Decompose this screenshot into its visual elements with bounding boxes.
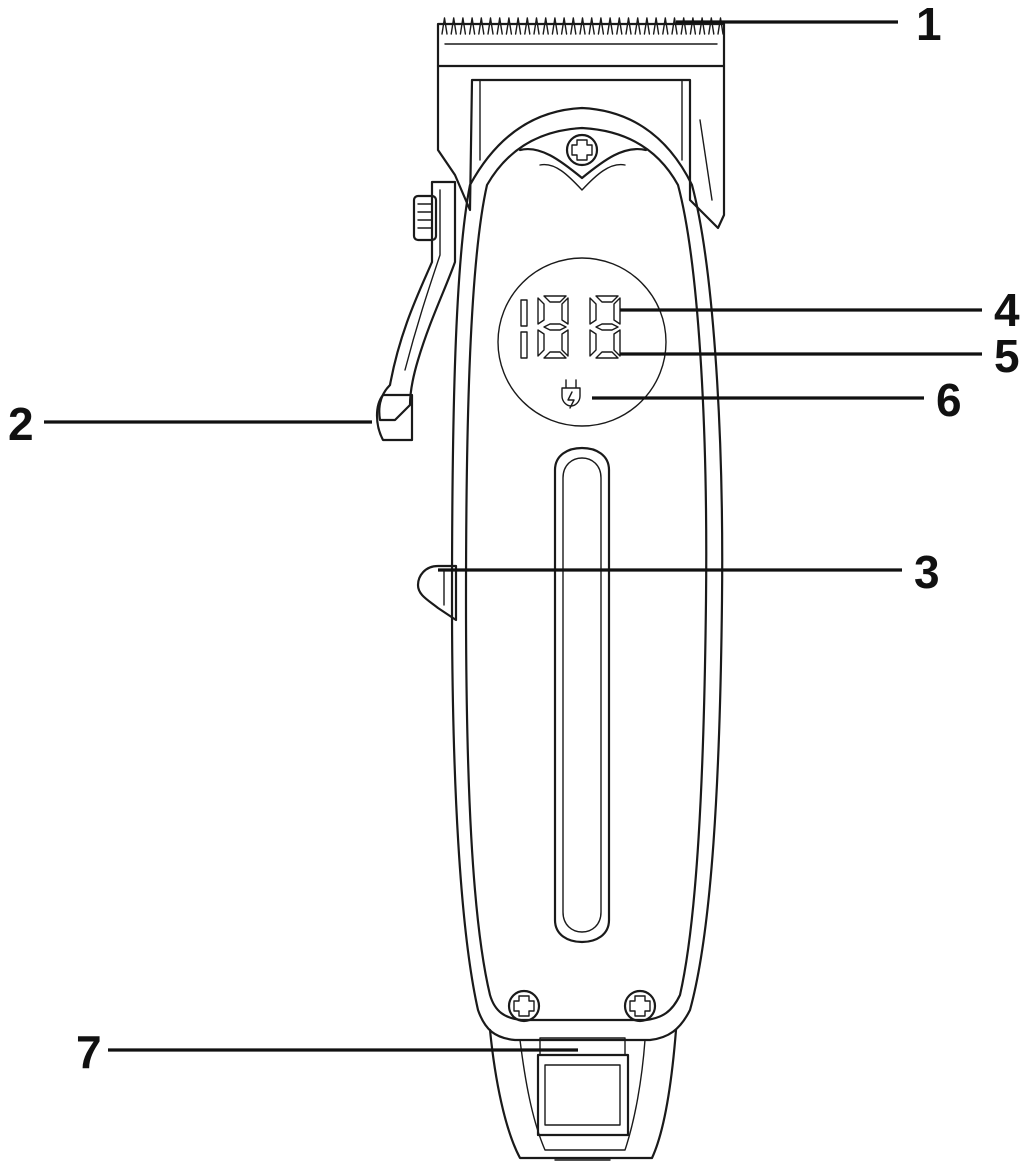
blade-tooth <box>496 17 503 35</box>
lcd-segment <box>589 329 597 357</box>
blade-tooth <box>524 17 531 35</box>
blade-tooth <box>542 17 549 35</box>
lcd-segment <box>613 297 621 325</box>
grip-slot <box>553 446 611 944</box>
base-stand <box>488 1028 678 1161</box>
callout-7: 7 <box>76 1026 102 1078</box>
lcd-segment-one <box>520 299 528 359</box>
leader-lines <box>44 20 982 1052</box>
base-inner <box>519 1039 646 1151</box>
blade-tooth <box>625 17 632 35</box>
lcd-segment <box>595 295 619 303</box>
display-window <box>497 257 667 427</box>
blade-tooth <box>579 17 586 35</box>
lcd-segment <box>537 297 545 325</box>
lcd-segment <box>543 351 567 359</box>
top-screw <box>565 133 599 167</box>
blade-tooth <box>487 17 494 35</box>
bottom-left-screw <box>507 989 541 1023</box>
top-notch <box>518 147 648 180</box>
blade-tooth <box>459 17 467 35</box>
blade-frame-edge <box>699 119 713 201</box>
blade-tooth <box>717 17 724 35</box>
blade-tooth <box>514 17 522 35</box>
blade-tooth <box>588 17 595 35</box>
blade-tooth <box>478 17 485 35</box>
blade-assembly <box>436 17 726 230</box>
blade-tooth <box>616 17 623 35</box>
blade-tooth <box>551 17 559 35</box>
base-outline <box>488 1028 678 1160</box>
blade-tooth <box>533 17 540 35</box>
lcd-segment <box>595 323 619 331</box>
callout-6: 6 <box>936 374 962 426</box>
blade-tooth <box>441 17 448 35</box>
blade-tooth <box>680 17 687 35</box>
blade-frame <box>436 64 726 230</box>
grip-slot-inner <box>562 457 602 933</box>
blade-tooth <box>662 17 669 35</box>
lcd-segment <box>613 329 621 357</box>
blade-tooth <box>570 17 577 35</box>
power-switch <box>416 564 458 622</box>
blade-tooth <box>652 17 660 35</box>
callout-2: 2 <box>8 398 34 450</box>
charging-icon <box>561 379 581 409</box>
blade-tooth <box>505 17 513 35</box>
callout-labels: 1 2 3 4 5 6 7 <box>8 0 1020 1078</box>
callout-1: 1 <box>916 0 942 50</box>
blade-tooth <box>708 17 715 35</box>
lcd-segment <box>589 297 597 325</box>
blade-tooth <box>560 17 568 35</box>
charging-port <box>536 1053 630 1137</box>
body-outline <box>450 106 724 1042</box>
blade-frame-inner <box>479 79 683 161</box>
lcd-segment <box>543 323 567 331</box>
blade-tooth <box>698 17 706 35</box>
blade-teeth <box>441 17 724 35</box>
top-notch-inner <box>539 163 626 191</box>
blade-tooth <box>634 17 641 35</box>
lcd-segment <box>561 329 569 357</box>
lcd-segment <box>537 329 545 357</box>
blade-tooth <box>671 17 678 35</box>
body-panel <box>464 126 708 1022</box>
callout-3: 3 <box>914 546 940 598</box>
lcd-segment <box>595 351 619 359</box>
lcd-segment <box>561 297 569 325</box>
blade-tooth <box>468 17 476 35</box>
lcd-digits <box>520 295 621 359</box>
blade-tooth <box>606 17 614 35</box>
clipper-body <box>450 106 724 1042</box>
charging-port-inner <box>544 1064 621 1126</box>
blade-tooth <box>450 17 457 35</box>
callout-4: 4 <box>994 284 1020 336</box>
blade-tooth <box>643 17 651 35</box>
callout-5: 5 <box>994 330 1020 382</box>
bottom-right-screw <box>623 989 657 1023</box>
taper-lever <box>375 180 457 442</box>
lcd-segment <box>543 295 567 303</box>
blade-tooth <box>689 17 697 35</box>
blade-tooth <box>597 17 605 35</box>
